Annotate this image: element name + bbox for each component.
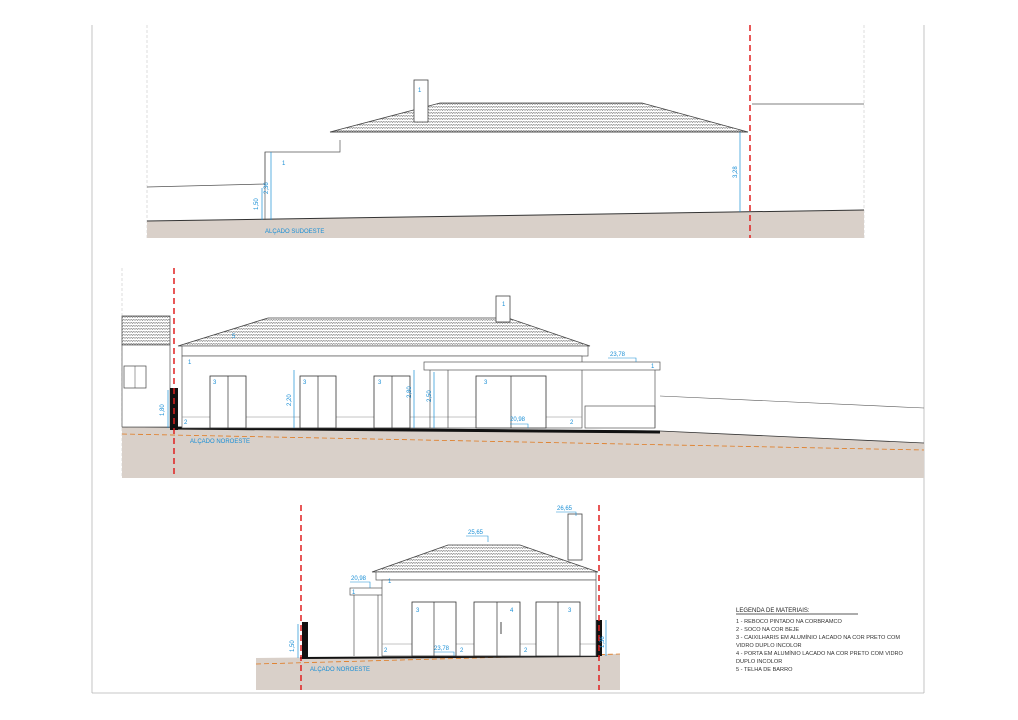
elevation-title: ALÇADO NOROESTE: [310, 667, 370, 673]
window: [373, 375, 411, 429]
elevation-title: ALÇADO SUDOESTE: [265, 229, 324, 235]
material-tag: 3: [484, 380, 488, 386]
window: [475, 375, 547, 429]
level-label: 20,98: [510, 417, 526, 423]
roof: [371, 544, 599, 573]
level-label: 25,65: [468, 530, 484, 536]
chimney: [567, 513, 583, 561]
door: [473, 601, 521, 657]
legend-item: 3 - CAIXILHARIS EM ALUMÍNIO LACADO NA CO…: [736, 634, 900, 641]
elevation-noroeste-2: 1,50 1,36 25,65 26,65 20,98 23,78 1 1 3 …: [255, 505, 621, 690]
dim-label: 2,36: [264, 182, 270, 194]
materials-legend: LEGENDA DE MATERIAIS: 1 - REBOCO PINTADO…: [736, 608, 904, 673]
chimney: [413, 79, 429, 123]
legend-item: 2 - SOCO NA COR BEJE: [736, 627, 799, 633]
dim-label: 1,50: [290, 640, 296, 652]
material-tag: 3: [416, 608, 420, 614]
roof: [329, 102, 749, 133]
legend-item: VIDRO DUPLO INCOLOR: [736, 643, 802, 649]
dim-label: 1,50: [254, 198, 260, 210]
window: [535, 601, 581, 657]
ground-section: [122, 427, 924, 478]
dim-label: 3,28: [733, 166, 739, 178]
material-tag: 1: [418, 88, 422, 94]
material-tag: 3: [378, 380, 382, 386]
dim-label: 2,80: [407, 386, 413, 398]
material-tag: 1: [352, 590, 356, 596]
legend-item: 4 - PORTA EM ALUMÍNIO LACADO NA COR PRET…: [736, 650, 904, 657]
elevation-noroeste-1: 1,80 2,20 2,80 2,50 23,78 20,98 1 1 1 2 …: [121, 268, 925, 478]
material-tag: 3: [303, 380, 307, 386]
material-tag: 2: [384, 648, 388, 654]
level-label: 20,98: [351, 576, 367, 582]
material-tag: 4: [510, 608, 514, 614]
chimney: [495, 295, 511, 323]
ground-section: [147, 210, 864, 238]
material-tag: 2: [460, 648, 464, 654]
roof: [121, 315, 171, 346]
elevation-title: ALÇADO NOROESTE: [190, 439, 250, 445]
roof: [177, 317, 591, 347]
dim-label: 1,80: [160, 404, 166, 416]
window: [299, 375, 337, 429]
dim-label: 1,36: [600, 636, 606, 648]
level-label: 23,78: [434, 646, 450, 652]
window: [209, 375, 247, 429]
dim-label: 2,50: [427, 390, 433, 402]
level-label: 26,65: [557, 506, 573, 512]
material-tag: 1: [188, 360, 192, 366]
legend-title: LEGENDA DE MATERIAIS:: [736, 608, 810, 614]
material-tag: 1: [282, 161, 286, 167]
dim-label: 2,20: [287, 394, 293, 406]
level-label: 23,78: [610, 352, 626, 358]
material-tag: 2: [524, 648, 528, 654]
material-tag: 1: [502, 302, 506, 308]
material-tag: 2: [570, 420, 574, 426]
legend-item: DUPLO INCOLOR: [736, 659, 782, 665]
legend-item: 5 - TELHA DE BARRO: [736, 667, 793, 673]
material-tag: 5: [232, 334, 236, 340]
material-tag: 2: [184, 420, 188, 426]
window: [411, 601, 457, 657]
material-tag: 3: [568, 608, 572, 614]
elevation-sudoeste: 1,50 2,36 3,28 1 1 ALÇADO SUDOESTE: [146, 25, 865, 238]
material-tag: 1: [651, 364, 655, 370]
material-tag: 1: [388, 579, 392, 585]
sheet-frame: [91, 25, 925, 694]
legend-item: 1 - REBOCO PINTADO NA CORBRAMCO: [736, 619, 843, 625]
ground-section: [256, 654, 620, 690]
material-tag: 3: [213, 380, 217, 386]
